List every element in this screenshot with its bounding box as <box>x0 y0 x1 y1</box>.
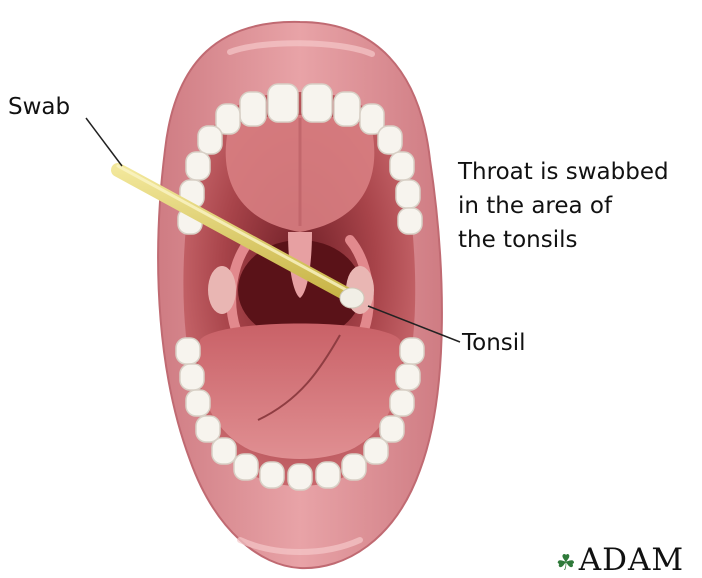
adam-logo: ☘ADAM <box>556 542 684 578</box>
logo-text: ADAM <box>579 542 684 578</box>
throat-swab-note: Throat is swabbed in the area of the ton… <box>458 155 669 257</box>
swab-label: Swab <box>8 92 70 122</box>
note-line: Throat is swabbed <box>458 155 669 189</box>
left-tonsil <box>208 266 236 314</box>
swab-leader-line <box>86 118 122 166</box>
tonsil-label: Tonsil <box>462 328 526 358</box>
swab-tip <box>340 288 364 308</box>
note-line: in the area of <box>458 189 669 223</box>
note-line: the tonsils <box>458 223 669 257</box>
leaf-icon: ☘ <box>556 551 577 576</box>
